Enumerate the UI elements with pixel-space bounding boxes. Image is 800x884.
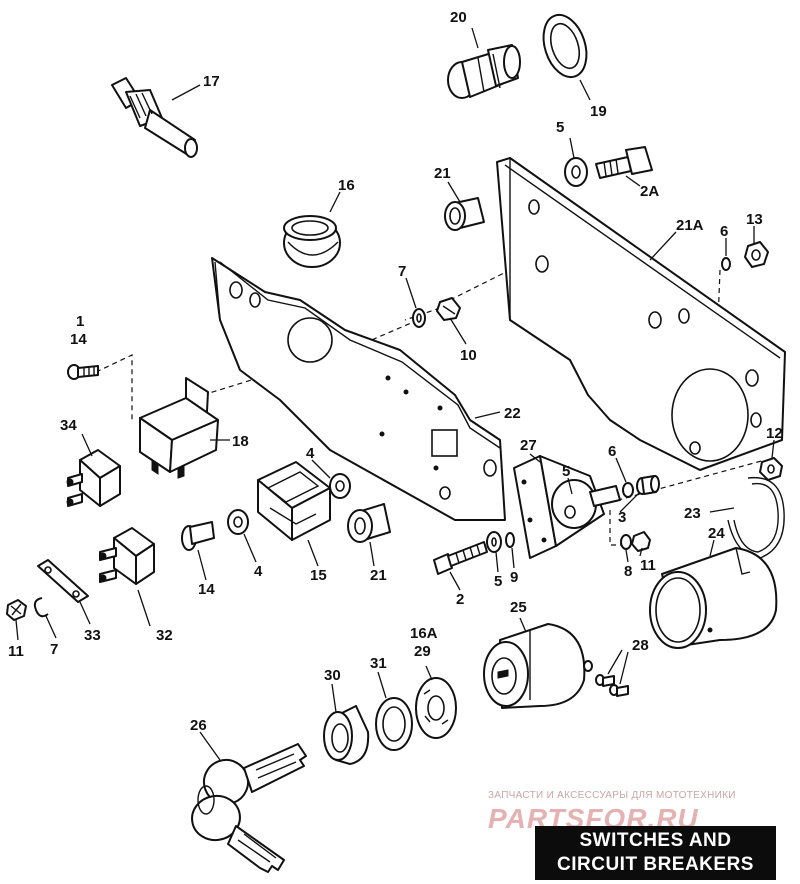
callout-18: 18 (232, 433, 249, 450)
part-17-pressure-switch (111, 77, 198, 158)
part-2-bolt-lower (433, 541, 488, 575)
callout-29: 29 (414, 643, 431, 660)
part-15-clip (257, 461, 331, 541)
part-4-washer-lower (227, 509, 249, 535)
callout-2A: 2A (640, 183, 659, 200)
callout-7-lower: 7 (50, 641, 58, 658)
callout-32: 32 (156, 627, 173, 644)
callout-9: 9 (510, 569, 518, 586)
callout-11-left: 11 (8, 643, 24, 660)
callout-2: 2 (456, 591, 464, 608)
callout-7-upper: 7 (398, 263, 406, 280)
callout-15: 15 (310, 567, 327, 584)
callout-6-top: 6 (720, 223, 728, 240)
callout-1: 1 (76, 313, 84, 330)
callout-6-right: 6 (608, 443, 616, 460)
callout-23: 23 (684, 505, 701, 522)
callout-30: 30 (324, 667, 341, 684)
callout-28: 28 (632, 637, 649, 654)
part-11-nut-lower-left (6, 599, 27, 621)
part-5-washer-lower (486, 531, 502, 553)
part-13-nut (744, 241, 769, 268)
callout-20: 20 (450, 9, 467, 26)
callout-21-lower: 21 (370, 567, 387, 584)
diagram-title-box: SWITCHES AND CIRCUIT BREAKERS (535, 826, 776, 880)
callout-13: 13 (746, 211, 763, 228)
part-16-grommet (283, 215, 341, 268)
callout-16A: 16A (410, 625, 438, 642)
part-3-spacer (636, 475, 660, 495)
part-21-bushing-top (444, 197, 485, 231)
part-19-washer (542, 13, 588, 79)
callout-21-top: 21 (434, 165, 451, 182)
part-26-keys (191, 743, 307, 873)
callout-4-lower: 4 (254, 563, 263, 580)
leader-lines (15, 27, 775, 761)
part-32-circuit-breaker (99, 527, 155, 585)
callout-31: 31 (370, 655, 387, 672)
watermark-tagline: ЗАПЧАСТИ И АКСЕССУАРЫ ДЛЯ МОТОТЕХНИКИ (488, 790, 736, 801)
callout-5-top: 5 (556, 119, 564, 136)
callout-14-upper: 14 (70, 331, 87, 348)
callout-8: 8 (624, 563, 632, 580)
callout-34: 34 (60, 417, 77, 434)
callout-11-right: 11 (640, 557, 656, 574)
part-2A-bolt (595, 146, 653, 179)
part-12-nut (759, 457, 783, 481)
callout-3: 3 (618, 509, 626, 526)
callout-25: 25 (510, 599, 527, 616)
part-11-nut-lower-right (631, 531, 651, 552)
callout-16: 16 (338, 177, 355, 194)
part-28-screws (595, 674, 629, 697)
part-21A-mounting-plate (496, 157, 786, 471)
callout-5-lower: 5 (494, 573, 502, 590)
callout-24: 24 (708, 525, 725, 542)
callout-5-switch: 5 (562, 463, 570, 480)
part-25-lock-cylinder (483, 623, 593, 709)
part-23-retaining-ring (727, 476, 785, 559)
callout-33: 33 (84, 627, 101, 644)
part-6-lockwasher-top (721, 257, 731, 271)
part-14-screw-upper (67, 364, 99, 380)
part-6-lockwasher-right (622, 482, 634, 498)
part-22-bracket (211, 257, 506, 521)
callout-14-lower: 14 (198, 581, 215, 598)
part-29-name-plate (415, 677, 457, 739)
callout-27: 27 (520, 437, 537, 454)
callout-19: 19 (590, 103, 607, 120)
callout-17: 17 (203, 73, 220, 90)
part-34-circuit-breaker (66, 449, 121, 507)
part-7-washer-upper (412, 308, 426, 328)
callout-10: 10 (460, 347, 477, 364)
part-8-lockwasher (620, 534, 632, 550)
part-18-relay (139, 377, 219, 479)
callout-12: 12 (766, 425, 783, 442)
part-27-ignition-switch (513, 455, 621, 559)
callout-26: 26 (190, 717, 207, 734)
part-9-lockwasher (505, 532, 515, 548)
part-4-washer-upper (329, 473, 351, 499)
title-line-2: CIRCUIT BREAKERS (557, 854, 754, 875)
part-10-nut (436, 297, 461, 321)
callout-22: 22 (504, 405, 521, 422)
callout-labels: 1 14 34 18 17 16 20 19 5 2A 21 21A 6 13 … (8, 9, 783, 734)
part-7-lockwasher-lower-left (33, 597, 49, 618)
part-20-switch (447, 44, 521, 99)
part-31-ring (375, 697, 413, 751)
part-33-strap (37, 559, 89, 603)
part-24-housing (649, 547, 778, 649)
part-5-washer-top (564, 157, 588, 187)
callout-21A: 21A (676, 217, 704, 234)
part-21-bushing-lower (347, 503, 391, 543)
title-line-1: SWITCHES AND (579, 830, 732, 851)
part-30-bezel-nut (323, 705, 370, 765)
part-14-screw-lower (181, 521, 215, 551)
callout-4-upper: 4 (306, 445, 315, 462)
